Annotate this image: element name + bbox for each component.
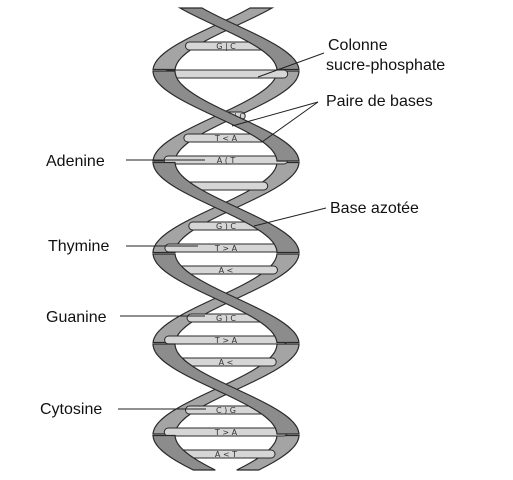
base-pair-label: Paire de bases bbox=[326, 93, 433, 110]
base-pair-text: A < bbox=[219, 266, 234, 275]
cytosine-label: Cytosine bbox=[40, 401, 102, 418]
base-pair-text: T > A bbox=[214, 244, 238, 253]
thymine-label: Thymine bbox=[48, 238, 109, 255]
base-pair-text: G | C bbox=[216, 42, 236, 51]
backbone-strand-1-front-segment bbox=[177, 7, 300, 71]
base-pair-text: T > A bbox=[214, 336, 238, 345]
backbone-strand-2-front-segment bbox=[152, 70, 300, 162]
backbone-strand-1-front-segment bbox=[152, 161, 300, 254]
backbone-label-line2: sucre-phosphate bbox=[326, 57, 445, 74]
base-pair-text: G ) C bbox=[216, 222, 236, 231]
base-pair-text: A < T bbox=[215, 450, 237, 459]
nitrogen-base-label: Base azotée bbox=[330, 200, 419, 217]
base-pair-pointer-line-1 bbox=[231, 101, 319, 127]
backbone-strand-1-front-segment bbox=[152, 343, 300, 435]
base-pair-text: T > A bbox=[214, 428, 238, 437]
backbone-strand-2-front-segment bbox=[152, 434, 216, 471]
base-pair-rung bbox=[163, 69, 289, 79]
backbone-label-line1: Colonne bbox=[328, 37, 388, 54]
backbone-pointer-line bbox=[257, 52, 325, 78]
base-pair-text: G ) C bbox=[216, 314, 236, 323]
adenine-label: Adenine bbox=[46, 153, 105, 170]
base-pair-text: C ) G bbox=[216, 406, 236, 415]
base-pair-text: A ( T bbox=[217, 156, 236, 165]
base-pair-text: A < bbox=[219, 358, 234, 367]
base-pair-text: T < A bbox=[214, 134, 238, 143]
base-pairs: G | CG | CT < AA ( TG ) CT > AA <G ) CT … bbox=[163, 41, 289, 459]
helix-front-strand bbox=[152, 7, 300, 471]
nitrogen-base-pointer-line bbox=[253, 207, 327, 227]
base-pair-pointer-line-2 bbox=[261, 101, 319, 143]
guanine-label: Guanine bbox=[46, 309, 107, 326]
backbone-strand-2-front-segment bbox=[152, 253, 300, 344]
pointer-lines bbox=[118, 52, 327, 410]
